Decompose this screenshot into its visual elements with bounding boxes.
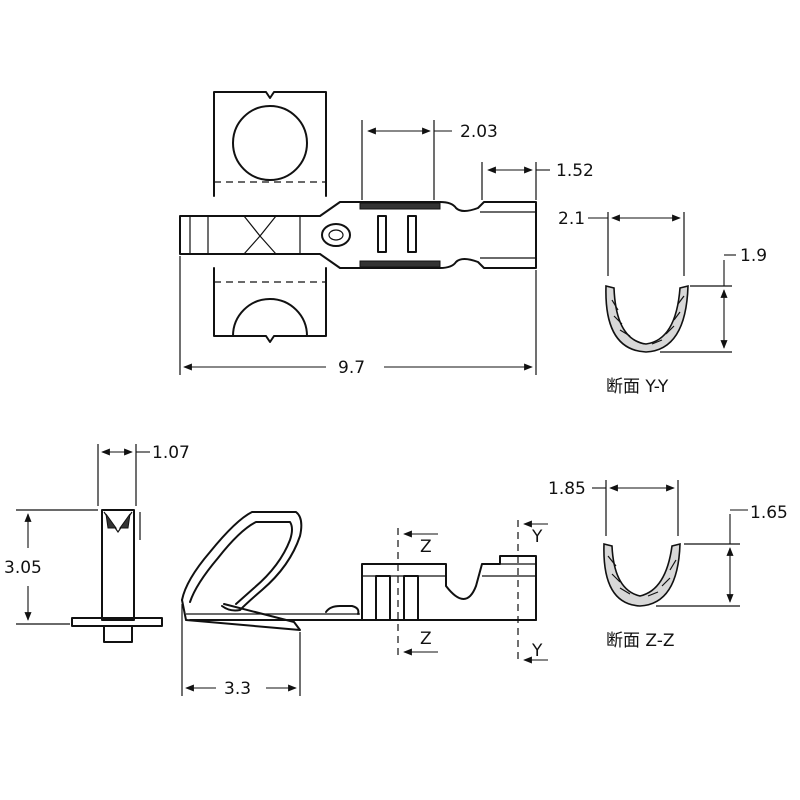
dim-1-85: 1.85 — [548, 479, 586, 499]
marker-z-bottom: Z — [420, 629, 432, 649]
carrier-strip — [213, 91, 327, 343]
spring-contact — [181, 511, 303, 612]
barrel-slot-left — [375, 575, 391, 621]
slot-right — [407, 215, 417, 253]
dim-1-65: 1.65 — [750, 503, 788, 523]
pilot-hole-lower — [232, 298, 308, 337]
section-zz: 1.85 1.65 断面 Z-Z — [548, 479, 788, 651]
section-yy: 2.1 1.9 断面 Y-Y — [558, 209, 767, 397]
slot-left — [377, 215, 387, 253]
front-body — [101, 509, 135, 621]
contact-body — [179, 201, 537, 269]
dim-3-3: 3.3 — [224, 679, 251, 699]
barrel-slot-right — [403, 575, 419, 621]
dim-2-1: 2.1 — [558, 209, 585, 229]
side-view: Z Z Y Y 3.3 — [181, 511, 548, 699]
dim-9-7: 9.7 — [338, 358, 365, 378]
dim-3-05: 3.05 — [4, 558, 42, 578]
section-yy-profile — [605, 284, 689, 353]
marker-z-top: Z — [420, 537, 432, 557]
dim-1-07: 1.07 — [152, 443, 190, 463]
crimp-barrel — [361, 555, 537, 621]
section-zz-label: 断面 Z-Z — [606, 631, 675, 651]
top-view: 2.03 1.52 9.7 — [179, 91, 594, 378]
marker-y-bottom: Y — [531, 641, 543, 661]
front-view: 1.07 3.05 — [4, 443, 190, 643]
marker-y-top: Y — [531, 527, 543, 547]
dim-1-9: 1.9 — [740, 246, 767, 266]
section-zz-profile — [603, 542, 681, 607]
dim-2-03: 2.03 — [460, 122, 498, 142]
retention-eyelet — [321, 223, 351, 247]
pilot-hole-upper — [232, 105, 308, 181]
front-tab — [103, 625, 133, 643]
dim-1-52: 1.52 — [556, 161, 594, 181]
section-yy-label: 断面 Y-Y — [606, 377, 669, 397]
